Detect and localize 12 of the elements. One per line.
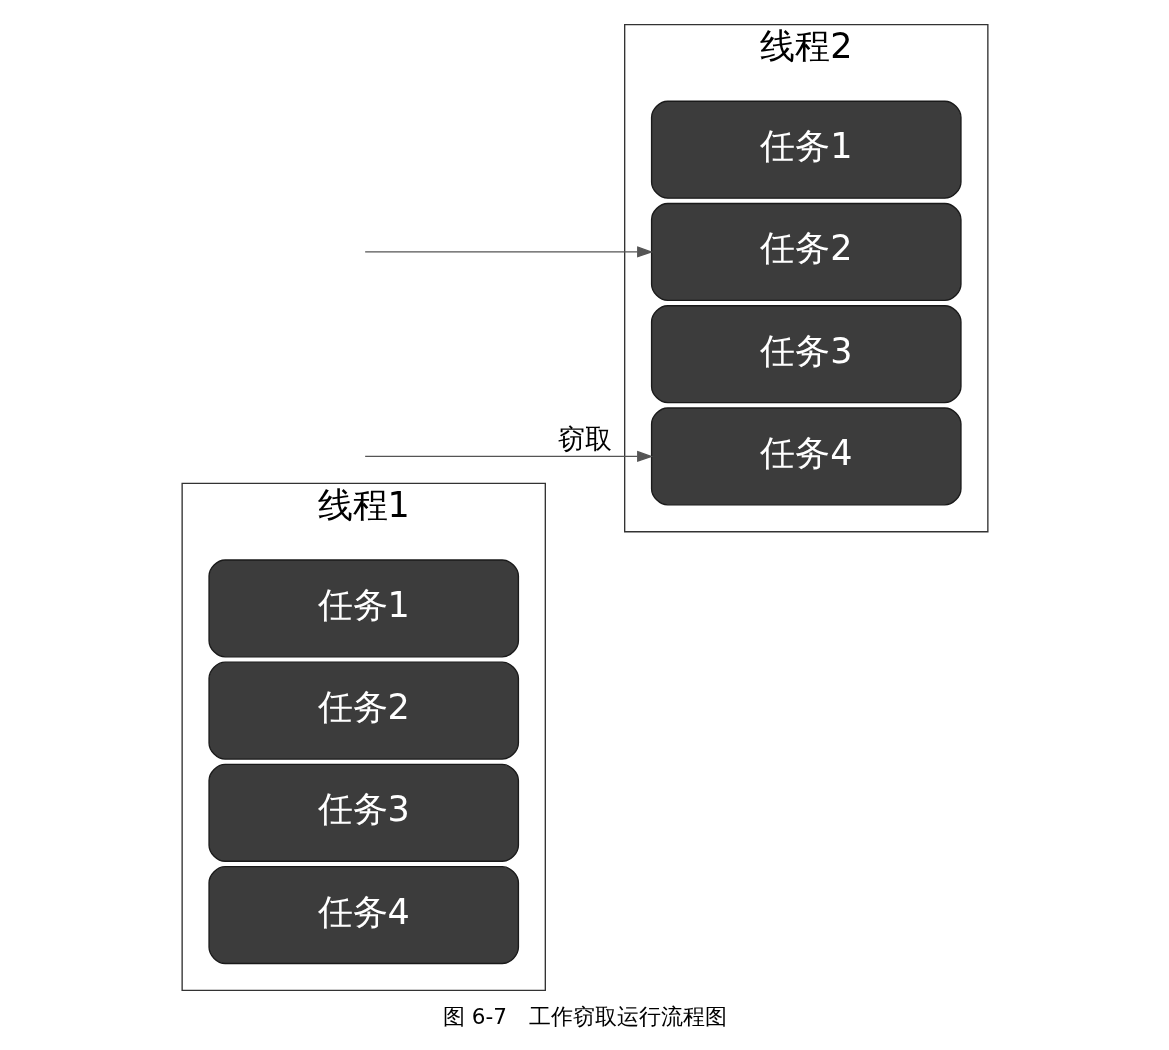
arrow <box>364 246 653 258</box>
node-box: 任务3 <box>650 305 962 404</box>
edge-label: 窃取 <box>557 423 612 455</box>
node-box: 任务2 <box>650 202 962 302</box>
node-box: 任务1 <box>207 559 519 658</box>
node-box: 任务4 <box>207 866 519 965</box>
node-box: 任务1 <box>650 100 962 199</box>
node-box: 任务2 <box>207 661 519 760</box>
node-box: 任务3 <box>207 763 519 862</box>
caption: 图 6-7 工作窃取运行流程图 <box>442 1003 727 1029</box>
arrow <box>364 450 653 463</box>
node-box: 任务4 <box>650 407 962 506</box>
